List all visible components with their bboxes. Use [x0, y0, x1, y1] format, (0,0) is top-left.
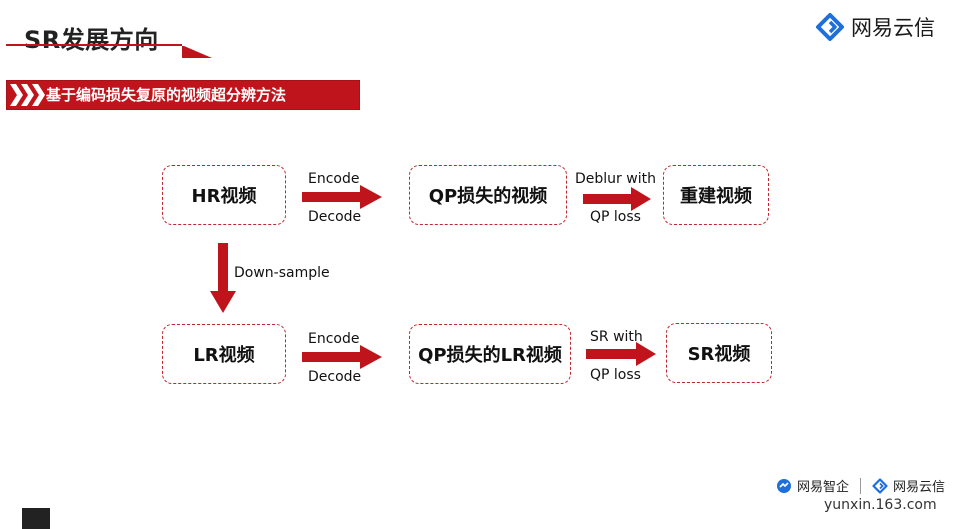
- label-down-sample: Down-sample: [234, 265, 330, 281]
- node-lr-video: LR视频: [162, 324, 286, 384]
- label-top-decode: Decode: [308, 209, 362, 225]
- node-reconstructed-video: 重建视频: [663, 165, 769, 225]
- brand-logo-top: 网易云信: [815, 10, 935, 44]
- arrow-qp-lr-to-sr: [586, 342, 656, 366]
- arrow-qp-to-reconstructed: [583, 187, 651, 211]
- label-bottom-decode: Decode: [308, 369, 362, 385]
- brand-logos-bottom: 网易智企 网易云信: [776, 476, 945, 495]
- title-underline: [6, 44, 212, 58]
- node-qp-loss-video: QP损失的视频: [409, 165, 567, 225]
- brand-name-top: 网易云信: [851, 16, 935, 40]
- label-bottom-qp-loss: QP loss: [590, 367, 641, 383]
- brand-separator: [860, 477, 862, 494]
- label-deblur-with: Deblur with: [575, 171, 656, 187]
- section-banner: [6, 80, 360, 110]
- node-hr-video: HR视频: [162, 165, 286, 225]
- label-sr-with: SR with: [590, 329, 643, 345]
- arrow-hr-to-qp: [302, 185, 382, 209]
- footer-url: yunxin.163.com: [824, 497, 937, 513]
- zhiqi-logo-icon: [777, 478, 791, 493]
- brand-zhiqi: 网易智企: [797, 480, 850, 495]
- brand-yunxin: 网易云信: [893, 480, 946, 495]
- corner-decoration: [22, 508, 50, 529]
- banner-title: 基于编码损失复原的视频超分辨方法: [46, 86, 287, 104]
- node-sr-video: SR视频: [666, 323, 772, 383]
- arrow-hr-to-lr: [210, 243, 236, 313]
- label-top-qp-loss: QP loss: [590, 209, 641, 225]
- node-qp-loss-lr-video: QP损失的LR视频: [409, 324, 571, 384]
- page-title: SR发展方向: [24, 26, 159, 54]
- label-bottom-encode: Encode: [308, 331, 360, 347]
- label-top-encode: Encode: [308, 171, 360, 187]
- arrow-lr-to-qp-lr: [302, 345, 382, 369]
- yunxin-small-logo-icon: [872, 477, 888, 494]
- yunxin-logo-icon: [816, 13, 844, 41]
